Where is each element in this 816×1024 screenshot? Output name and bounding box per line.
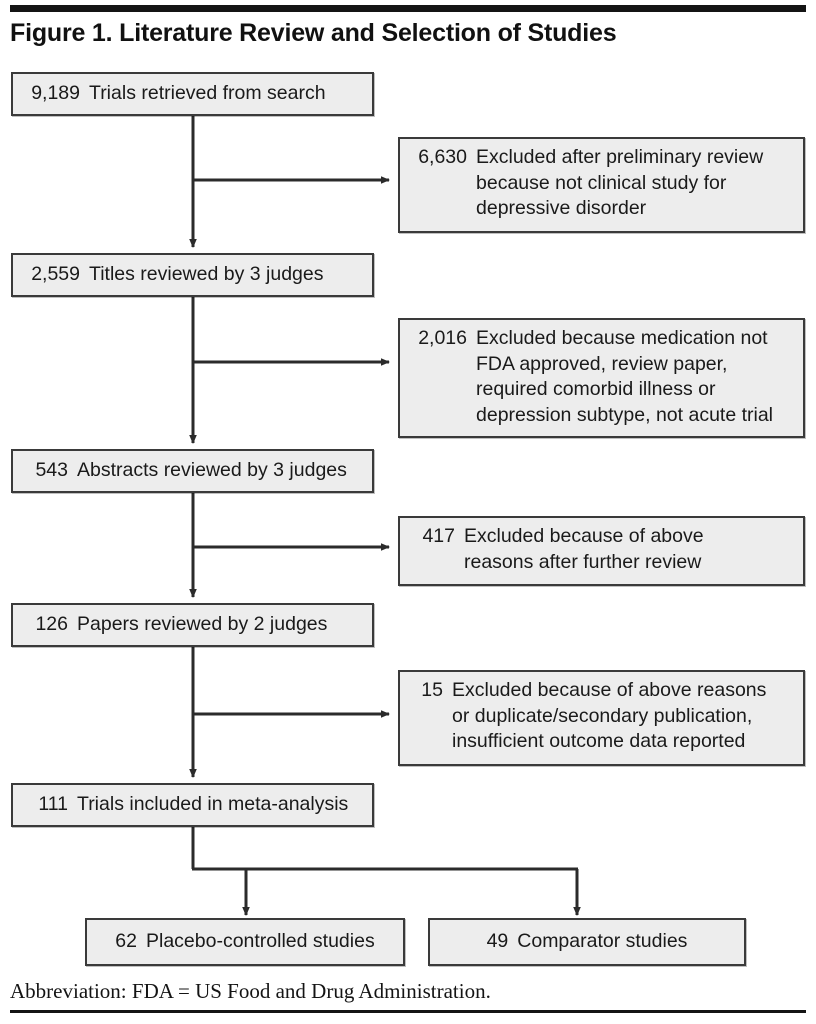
figure-title: Figure 1. Literature Review and Selectio…	[10, 19, 617, 47]
node-trials-retrieved[interactable]: 9,189 Trials retrieved from search	[11, 72, 374, 116]
node-count: 2,016	[418, 327, 467, 349]
node-content: 2,016 Excluded because medication not FD…	[400, 320, 803, 436]
top-divider-rule	[10, 5, 806, 12]
node-content: 62 Placebo-controlled studies	[87, 920, 403, 964]
node-content: 543 Abstracts reviewed by 3 judges	[13, 451, 372, 491]
node-label: Excluded after preliminary review becaus…	[467, 145, 794, 222]
node-placebo-controlled-studies[interactable]: 62 Placebo-controlled studies	[85, 918, 405, 966]
bottom-divider-rule	[10, 1010, 806, 1013]
node-count: 126	[35, 613, 68, 636]
node-excluded-preliminary[interactable]: 6,630 Excluded after preliminary review …	[398, 137, 805, 233]
node-content: 2,559 Titles reviewed by 3 judges	[13, 255, 372, 295]
node-content: 15 Excluded because of above reasons or …	[400, 672, 803, 764]
node-label: Papers reviewed by 2 judges	[77, 613, 328, 636]
node-count: 62	[115, 930, 137, 953]
node-content: 111 Trials included in meta-analysis	[13, 785, 372, 825]
node-label-line: insufficient outcome data reported	[452, 730, 746, 752]
node-label: Excluded because of above reasons after …	[455, 524, 794, 575]
node-count: 543	[35, 459, 68, 482]
node-label: Trials retrieved from search	[89, 82, 326, 105]
node-count: 15	[421, 679, 443, 701]
node-abstracts-reviewed[interactable]: 543 Abstracts reviewed by 3 judges	[11, 449, 374, 493]
node-label-line: Excluded after preliminary review	[476, 146, 764, 168]
node-content: 417 Excluded because of above reasons af…	[400, 518, 803, 584]
node-label-line: Excluded because of above	[464, 525, 704, 547]
node-excluded-above-reasons[interactable]: 417 Excluded because of above reasons af…	[398, 516, 805, 586]
node-label-line: required comorbid illness or	[476, 378, 716, 400]
node-label-line: Excluded because medication not	[476, 327, 768, 349]
node-label: Excluded because of above reasons or dup…	[443, 678, 794, 755]
node-titles-reviewed[interactable]: 2,559 Titles reviewed by 3 judges	[11, 253, 374, 297]
node-label: Trials included in meta-analysis	[77, 793, 349, 816]
node-content: 6,630 Excluded after preliminary review …	[400, 139, 803, 231]
node-count: 2,559	[31, 263, 80, 286]
node-count: 6,630	[418, 146, 467, 168]
node-count: 417	[422, 525, 455, 547]
node-content: 126 Papers reviewed by 2 judges	[13, 605, 372, 645]
node-content: 49 Comparator studies	[430, 920, 744, 964]
node-label-line: or duplicate/secondary publication,	[452, 704, 753, 727]
node-excluded-duplicate[interactable]: 15 Excluded because of above reasons or …	[398, 670, 805, 766]
node-label: Placebo-controlled studies	[145, 930, 375, 953]
node-label-line: FDA approved, review paper,	[476, 352, 728, 375]
node-count: 9,189	[31, 82, 80, 105]
node-label-line: Excluded because of above reasons	[452, 679, 767, 701]
figure-footnote: Abbreviation: FDA = US Food and Drug Adm…	[10, 979, 491, 1003]
node-label: Titles reviewed by 3 judges	[89, 263, 324, 286]
node-label: Comparator studies	[517, 930, 688, 953]
node-label: Excluded because medication not FDA appr…	[467, 326, 794, 428]
node-label: Abstracts reviewed by 3 judges	[77, 459, 347, 482]
node-count: 49	[486, 930, 509, 953]
node-count: 111	[38, 793, 68, 816]
node-papers-reviewed[interactable]: 126 Papers reviewed by 2 judges	[11, 603, 374, 647]
node-label-line: because not clinical study for	[476, 171, 727, 194]
node-label-line: depressive disorder	[476, 197, 647, 219]
node-excluded-medication[interactable]: 2,016 Excluded because medication not FD…	[398, 318, 805, 438]
node-content: 9,189 Trials retrieved from search	[13, 74, 372, 114]
node-trials-included[interactable]: 111 Trials included in meta-analysis	[11, 783, 374, 827]
node-label-line: depression subtype, not acute trial	[476, 403, 774, 426]
node-label-line: reasons after further review	[464, 550, 702, 573]
node-comparator-studies[interactable]: 49 Comparator studies	[428, 918, 746, 966]
